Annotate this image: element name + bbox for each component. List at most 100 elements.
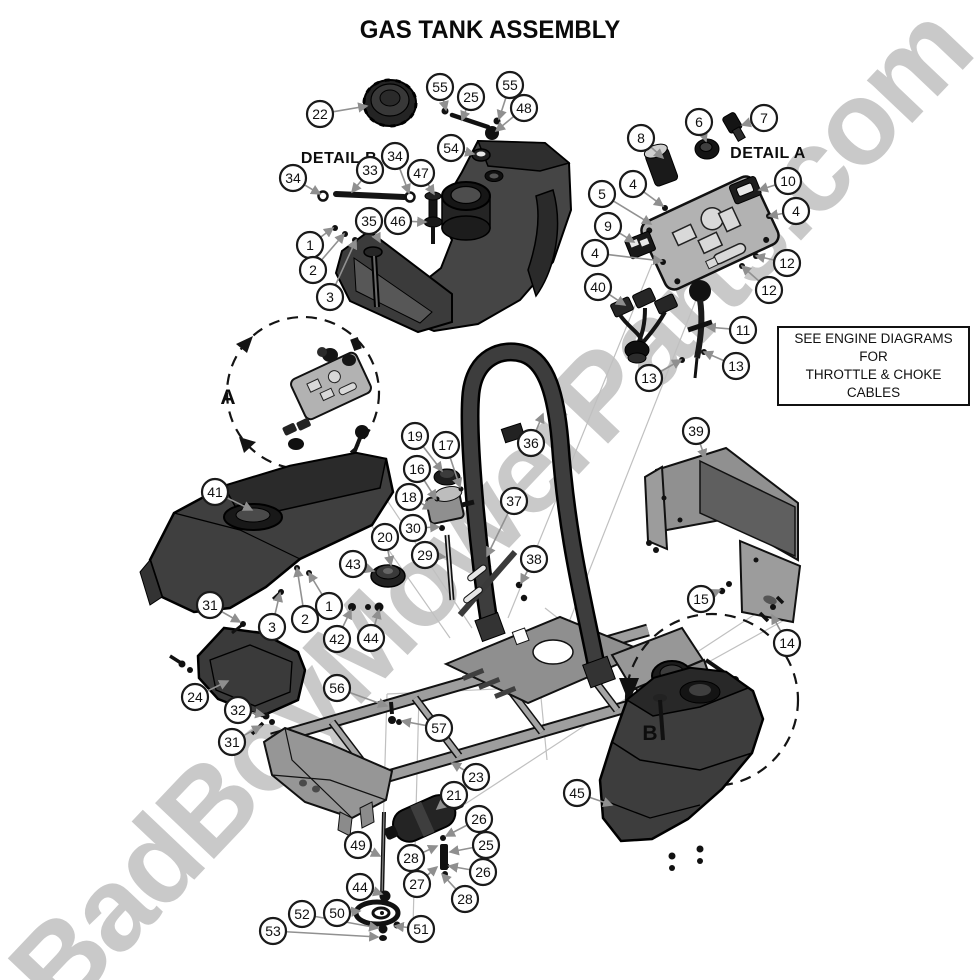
detail-b-label: DETAIL B — [301, 150, 377, 167]
callout-30: 30 — [398, 513, 428, 543]
leader-line — [435, 550, 447, 562]
callout-27: 27 — [402, 869, 432, 899]
svg-text:33: 33 — [362, 162, 378, 178]
callout-26: 26 — [468, 857, 498, 887]
svg-text:49: 49 — [350, 837, 366, 853]
svg-text:8: 8 — [637, 130, 645, 146]
callout-57: 57 — [424, 713, 454, 743]
svg-text:52: 52 — [294, 906, 310, 922]
leader-line — [450, 762, 466, 772]
leader-line — [520, 570, 530, 585]
svg-text:7: 7 — [760, 110, 768, 126]
callout-22: 22 — [305, 99, 335, 129]
svg-text:55: 55 — [432, 79, 448, 95]
callout-6: 6 — [684, 107, 714, 137]
callout-40: 40 — [583, 272, 613, 302]
leader-line — [740, 117, 753, 128]
shutoff-valve-icon — [423, 191, 443, 244]
note-line-1: SEE ENGINE DIAGRAMS FOR — [794, 331, 953, 364]
svg-text:30: 30 — [405, 520, 421, 536]
callout-38: 38 — [519, 544, 549, 574]
svg-text:6: 6 — [695, 114, 703, 130]
callout-55: 55 — [425, 72, 455, 102]
callout-33: 33 — [355, 155, 385, 185]
callout-13: 13 — [721, 351, 751, 381]
callout-39: 39 — [681, 416, 711, 446]
callout-44: 44 — [345, 872, 375, 902]
leader-line — [444, 824, 468, 837]
svg-text:15: 15 — [693, 591, 709, 607]
svg-text:51: 51 — [413, 921, 429, 937]
svg-text:9: 9 — [604, 218, 612, 234]
leader-line — [272, 591, 284, 615]
callout-24: 24 — [180, 682, 210, 712]
callout-10: 10 — [773, 166, 803, 196]
leader-line — [702, 350, 725, 362]
leader-line — [308, 571, 323, 596]
leader-line — [740, 264, 760, 282]
svg-text:55: 55 — [502, 77, 518, 93]
detail-a-balloon — [225, 315, 381, 471]
svg-text:44: 44 — [363, 630, 379, 646]
svg-text:28: 28 — [403, 850, 419, 866]
callout-18: 18 — [394, 482, 424, 512]
leader-line — [334, 238, 358, 286]
svg-text:45: 45 — [569, 785, 585, 801]
note-line-2: THROTTLE & CHOKE CABLES — [805, 367, 942, 400]
callout-48: 48 — [509, 93, 539, 123]
callout-41: 41 — [200, 477, 230, 507]
callout-34: 34 — [380, 141, 410, 171]
callout-49: 49 — [343, 830, 373, 860]
callout-21: 21 — [439, 780, 469, 810]
rotate-arrow-icon — [239, 437, 256, 453]
callout-25: 25 — [471, 830, 501, 860]
callout-9: 9 — [593, 211, 623, 241]
callout-15: 15 — [686, 584, 716, 614]
callout-12: 12 — [772, 248, 802, 278]
control-mounting-plate — [610, 112, 780, 379]
leader-line — [220, 610, 242, 623]
svg-text:1: 1 — [325, 598, 333, 614]
svg-text:31: 31 — [202, 597, 218, 613]
callout-44: 44 — [356, 623, 386, 653]
callout-14: 14 — [772, 628, 802, 658]
detail-arrow-icon — [619, 678, 639, 703]
svg-text:23: 23 — [468, 769, 484, 785]
seat-support-bracket — [643, 446, 802, 624]
callout-43: 43 — [338, 549, 368, 579]
callout-42: 42 — [322, 624, 352, 654]
svg-text:26: 26 — [475, 864, 491, 880]
callout-7: 7 — [749, 103, 779, 133]
leader-line — [449, 457, 463, 489]
svg-text:42: 42 — [329, 631, 345, 647]
leader-line — [423, 479, 437, 501]
callout-11: 11 — [728, 315, 758, 345]
detail-a-label: DETAIL A — [730, 145, 806, 162]
leader-line — [422, 844, 439, 855]
leader-line — [697, 443, 708, 460]
svg-text:25: 25 — [478, 837, 494, 853]
svg-text:3: 3 — [268, 619, 276, 635]
callout-46: 46 — [383, 206, 413, 236]
leader-line — [607, 253, 664, 266]
leader-line — [410, 216, 428, 227]
svg-text:4: 4 — [792, 203, 800, 219]
leader-line — [320, 232, 346, 261]
callout-50: 50 — [322, 898, 352, 928]
tank-cover — [169, 621, 307, 736]
leader-line — [285, 930, 380, 942]
leader-line — [494, 115, 515, 132]
leader-line — [440, 872, 457, 890]
leader-line — [757, 182, 776, 193]
svg-text:37: 37 — [506, 493, 522, 509]
leader-line — [771, 613, 782, 632]
svg-text:34: 34 — [387, 148, 403, 164]
svg-text:2: 2 — [301, 611, 309, 627]
svg-text:4: 4 — [629, 176, 637, 192]
leader-line — [435, 799, 448, 810]
view-b-letter: B — [642, 722, 657, 745]
callout-8: 8 — [626, 123, 656, 153]
callout-2: 2 — [298, 255, 328, 285]
svg-text:2: 2 — [309, 262, 317, 278]
callout-12: 12 — [754, 275, 784, 305]
